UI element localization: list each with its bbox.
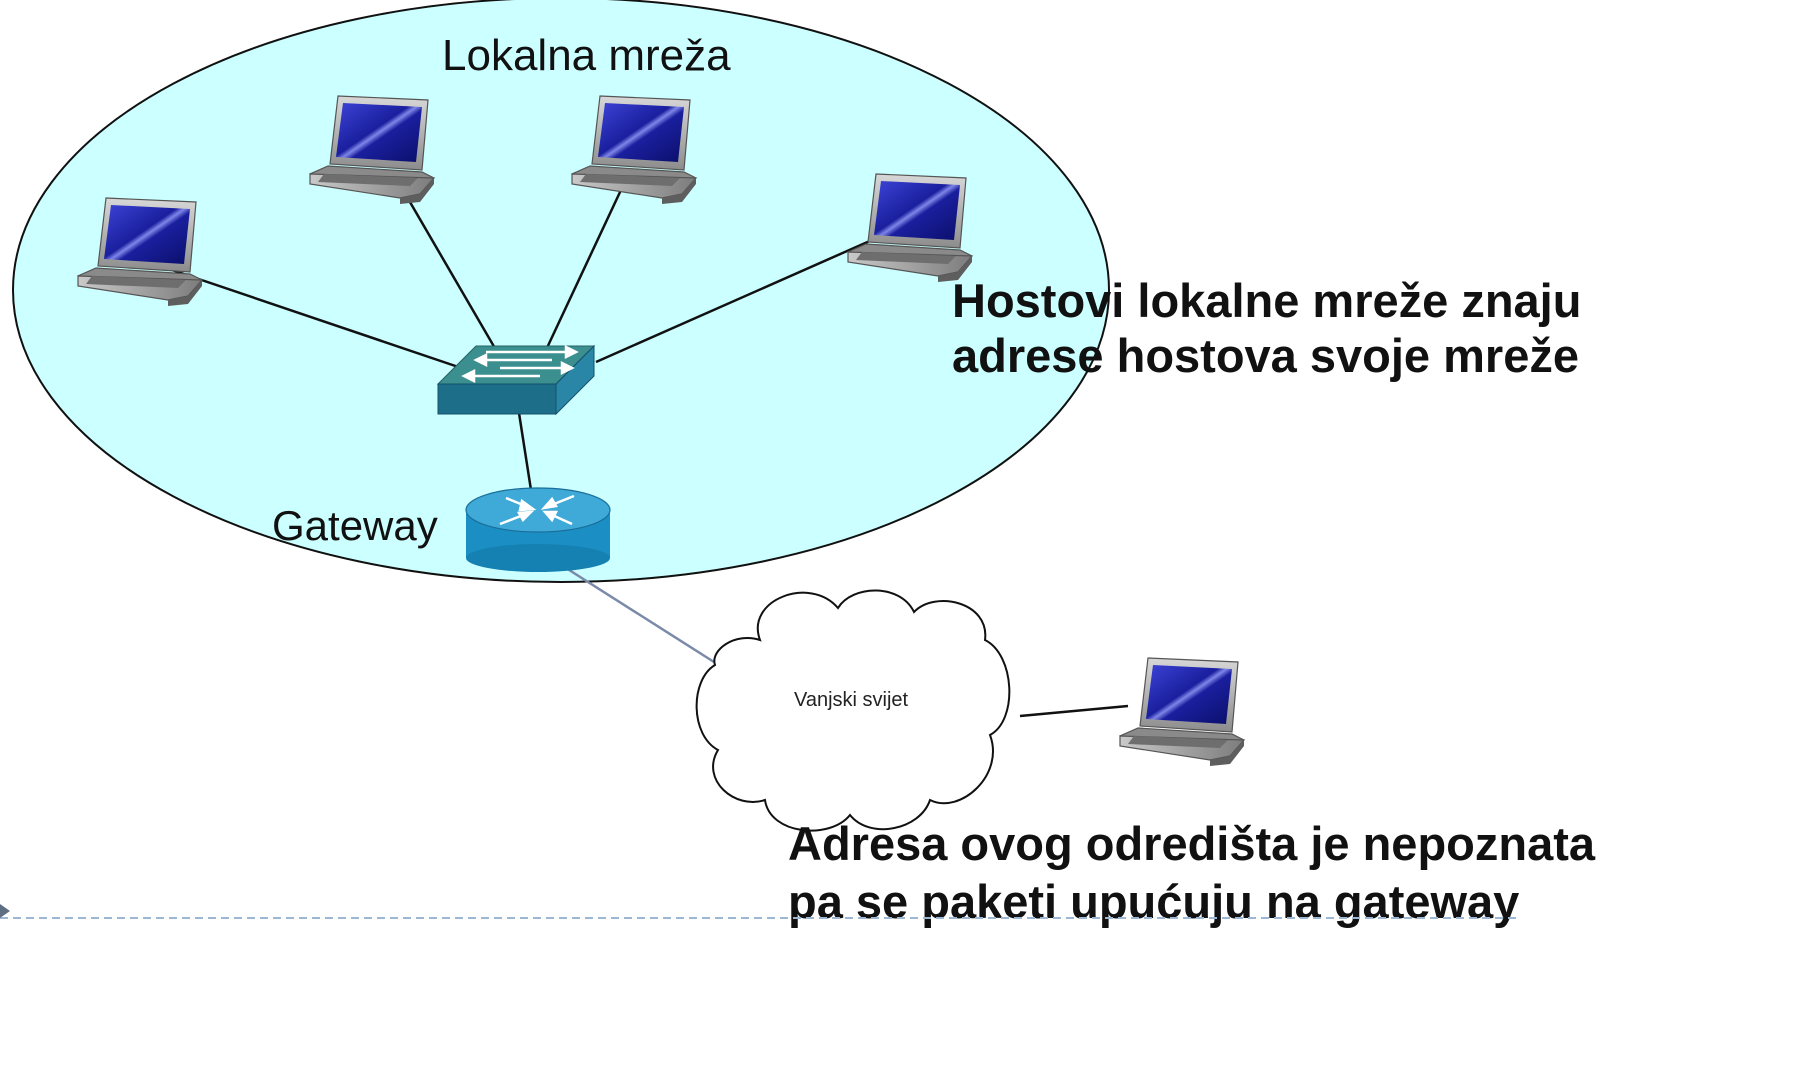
local-network-area	[12, 0, 1110, 583]
local-hosts-note-line2: adrese hostova svoje mreže	[952, 329, 1579, 382]
link-laptop3-switch	[544, 174, 630, 351]
bullet-marker-icon	[0, 904, 10, 918]
link-switch-router	[517, 412, 533, 491]
unknown-destination-note-line1: Adresa ovog odredišta je nepoznata	[788, 817, 1596, 870]
network-links	[171, 174, 1129, 718]
router-icon	[465, 487, 611, 572]
cloud-icon	[695, 589, 1011, 832]
gateway-label: Gateway	[272, 502, 438, 549]
link-cloud-remote-laptop	[1019, 704, 1129, 718]
link-laptop1-switch	[171, 268, 486, 378]
local-network-label: Lokalna mreža	[442, 31, 731, 80]
link-router-cloud	[565, 566, 715, 664]
link-laptop2-switch	[394, 177, 498, 351]
laptop-icon	[1119, 657, 1245, 767]
link-laptop4-switch	[595, 238, 873, 364]
outside-world-label: Vanjski svijet	[794, 689, 909, 711]
local-hosts-note-line1: Hostovi lokalne mreže znaju	[952, 274, 1581, 327]
switch-icon	[436, 344, 596, 416]
unknown-destination-note-line2: pa se paketi upućuju na gateway	[788, 875, 1519, 928]
